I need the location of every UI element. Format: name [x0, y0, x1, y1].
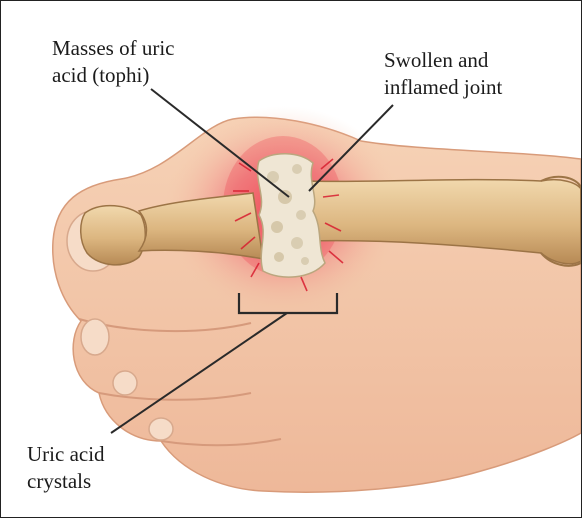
swollen-label-line1: Swollen and	[384, 47, 502, 74]
distal-phalanx-bone	[81, 206, 146, 265]
crystals-label-line2: crystals	[27, 468, 105, 495]
crystals-label-line1: Uric acid	[27, 441, 105, 468]
uric-acid-crystals-label: Uric acid crystals	[27, 441, 105, 495]
third-toenail	[113, 371, 137, 395]
swollen-joint-label: Swollen and inflamed joint	[384, 47, 502, 101]
tophi-label-line2: acid (tophi)	[52, 62, 174, 89]
swollen-label-line2: inflamed joint	[384, 74, 502, 101]
tophi-label-line1: Masses of uric	[52, 35, 174, 62]
fourth-toenail	[149, 418, 173, 440]
second-toenail	[81, 319, 109, 355]
tophi-label: Masses of uric acid (tophi)	[52, 35, 174, 89]
